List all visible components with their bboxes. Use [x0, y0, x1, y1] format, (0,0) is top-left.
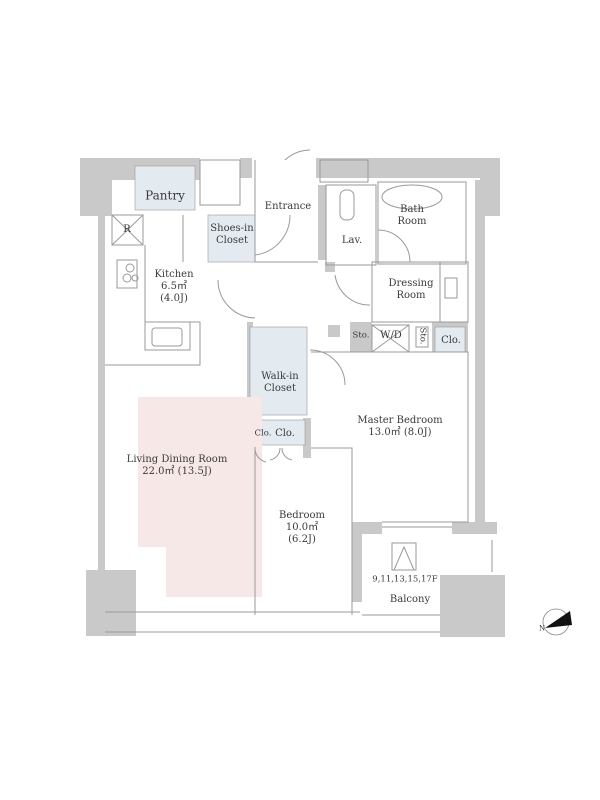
interior-lines — [105, 149, 493, 633]
entrance-label: Entrance — [264, 201, 312, 212]
living-dining-area: 22.0㎡ (13.5J) — [142, 466, 212, 477]
bedroom-name: Bedroom — [279, 510, 325, 521]
kitchen-area: 6.5㎡ — [161, 281, 187, 292]
master-bedroom-area: 13.0㎡ (8.0J) — [368, 427, 432, 438]
bath-room-line-1: Bath — [400, 204, 424, 215]
bedroom-area: 10.0㎡ — [285, 522, 319, 533]
bedroom-jo: (6.2J) — [288, 534, 316, 545]
closet-a-label: Clo. — [254, 428, 272, 439]
kitchen-name: Kitchen — [154, 269, 194, 280]
dressing-room-line-2: Room — [396, 290, 426, 301]
dressing-room-line-1: Dressing — [388, 278, 434, 289]
bath-room-line-2: Room — [397, 216, 427, 227]
balcony-label: Balcony — [389, 594, 431, 605]
floors-note: 9,11,13,15,17F — [372, 574, 438, 585]
storage-1-label: Sto. — [352, 330, 370, 341]
closet-b-label: Clo. — [275, 428, 295, 439]
living-dining-name: Living Dining Room — [126, 454, 228, 465]
shoes-closet-line-1: Shoes-in — [210, 223, 254, 234]
closet-master-label: Clo. — [441, 335, 461, 346]
storage-2-label: Sto. — [417, 327, 428, 345]
shoes-closet-line-2: Closet — [216, 235, 248, 246]
walk-in-closet-line-2: Closet — [264, 383, 296, 394]
compass-icon — [542, 608, 572, 636]
compass-north-label: N — [538, 624, 546, 633]
master-bedroom-name: Master Bedroom — [357, 415, 443, 426]
refrigerator-label: R — [123, 224, 131, 235]
pantry-label: Pantry — [145, 188, 185, 203]
living-area-highlight — [138, 397, 262, 597]
walk-in-closet-line-1: Walk-in — [261, 371, 299, 382]
kitchen-jo: (4.0J) — [160, 293, 188, 304]
lav-label: Lav. — [341, 235, 363, 246]
washer-dryer-label: W/D — [380, 330, 402, 341]
